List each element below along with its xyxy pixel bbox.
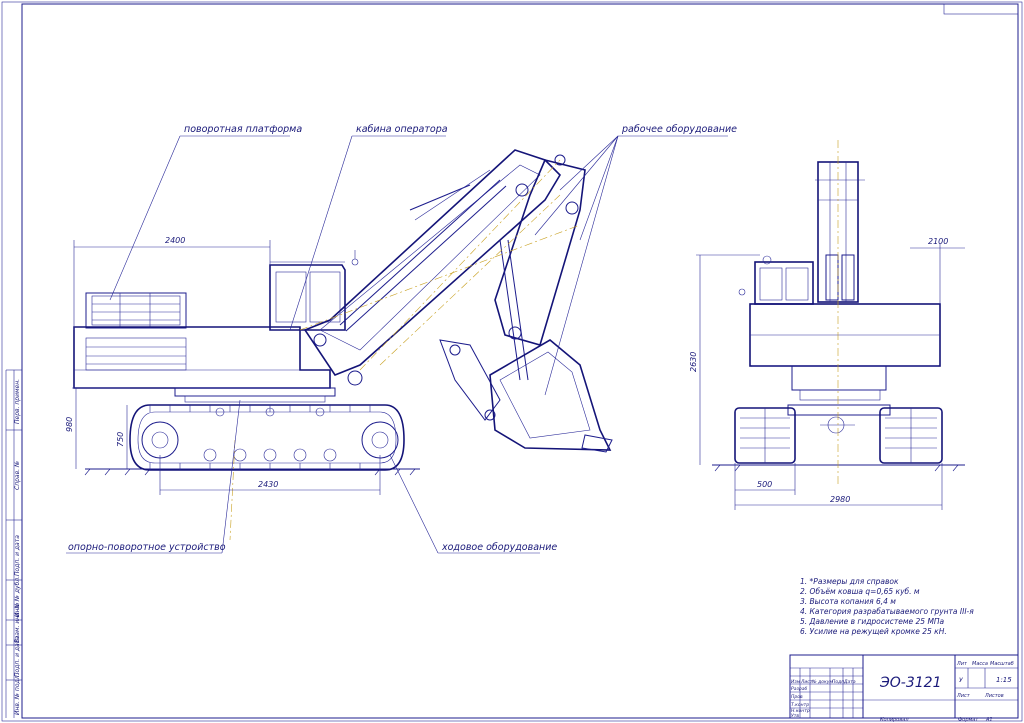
note-1: 1. *Размеры для справок — [800, 577, 899, 586]
tb-list: Лист — [800, 679, 813, 685]
tb-sign: Подп — [832, 679, 844, 685]
bucket — [489, 339, 612, 451]
side-view: 2400 980 750 2430 поворотная платформа к… — [65, 124, 737, 554]
dimension-overall-height: 2630 — [689, 352, 698, 372]
side-strip-label-3: Подп. и дата — [14, 535, 21, 576]
callout-slewing-device: опорно-поворотное устройство — [68, 542, 226, 553]
callout-running-gear: ходовое оборудование — [441, 542, 557, 553]
drawing-frame — [21, 3, 1019, 719]
note-5: 5. Давление в гидросистеме 25 МПа — [800, 617, 945, 626]
title-block: Изм Лист № докум Подп Дата Разраб Пров Т… — [789, 654, 1019, 723]
front-view: 2100 2630 500 2980 — [689, 140, 965, 510]
tb-lit-value: У — [959, 677, 963, 684]
engine-hood — [85, 292, 187, 329]
tb-razrab: Разраб — [791, 686, 807, 692]
callout-platform: поворотная платформа — [184, 124, 302, 135]
side-strip-label-7: Инв. № подл. — [14, 674, 21, 715]
drawing-designation: ЭО-3121 — [879, 675, 941, 691]
tb-izm: Изм — [791, 679, 801, 685]
side-strip-label-2: Справ. № — [14, 461, 21, 490]
dimension-track-height: 750 — [116, 432, 125, 447]
dimension-track-base: 2430 — [258, 480, 278, 489]
tb-prov: Пров — [791, 694, 803, 700]
dimension-overall-width: 2980 — [830, 495, 850, 504]
side-strip-label-1: Перв. примен. — [14, 379, 21, 424]
note-2: 2. Объём ковша q=0,65 куб. м — [800, 587, 920, 596]
tb-format-value: А1 — [985, 717, 993, 723]
tb-tkontr: Т.контр — [791, 702, 809, 708]
tb-sheet: Лист — [956, 693, 971, 699]
boom — [303, 149, 562, 376]
slewing-ring — [174, 387, 336, 397]
stick — [494, 159, 586, 346]
callout-work-equipment: рабочее оборудование — [621, 124, 737, 135]
dimension-track-width: 500 — [757, 480, 772, 489]
tb-scale-value: 1:15 — [996, 676, 1012, 684]
technical-notes: 1. *Размеры для справок 2. Объём ковша q… — [800, 577, 974, 636]
note-4: 4. Категория разрабатываемого грунта III… — [800, 607, 974, 616]
side-strip-label-6: Подп. и дата — [14, 636, 21, 677]
tb-col-mass: Масса — [972, 661, 988, 667]
corner-stamp — [943, 3, 1019, 15]
tb-col-lit: Лит — [956, 661, 968, 667]
operator-cabin — [269, 264, 346, 331]
callout-cabin: кабина оператора — [356, 124, 448, 135]
tb-doc: № докум — [811, 679, 833, 685]
tb-sheets: Листов — [984, 693, 1004, 699]
dimension-height-side: 980 — [65, 417, 74, 432]
tb-nkontr: Н.контр — [791, 708, 810, 714]
side-strip-label-4: Инв. № дубл. — [14, 576, 21, 617]
note-3: 3. Высота копания 6,4 м — [800, 597, 896, 606]
side-strip-label-5: Взам. инв. № — [14, 602, 21, 643]
side-strip: Перв. примен. Справ. № Подп. и дата Инв.… — [5, 369, 22, 718]
crawler-track — [129, 404, 405, 471]
tb-utv: Утв — [791, 713, 799, 719]
tb-date: Дата — [843, 679, 856, 685]
dimension-length-top: 2400 — [165, 236, 185, 245]
tb-format: Формат — [958, 717, 979, 723]
note-6: 6. Усилие на режущей кромке 25 кН. — [800, 627, 947, 636]
tb-col-scale: Масштаб — [990, 661, 1014, 667]
rotating-platform — [73, 326, 331, 389]
tb-copied: Копировал — [880, 717, 909, 723]
dimension-width-top: 2100 — [928, 237, 948, 246]
